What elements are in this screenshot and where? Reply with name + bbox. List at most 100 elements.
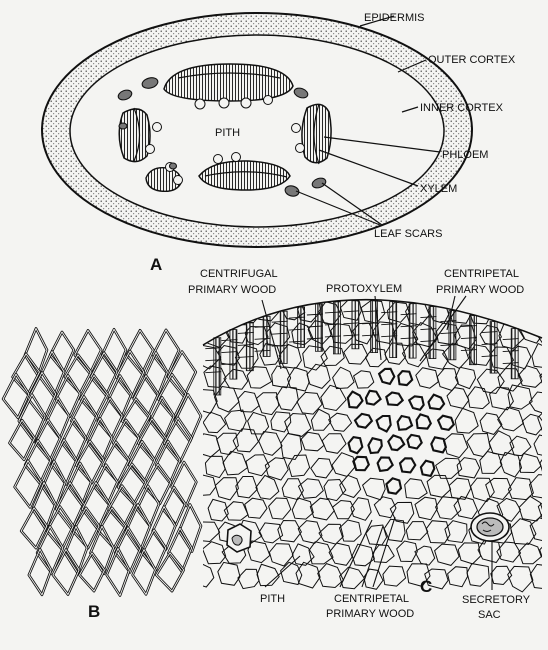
pith-cell [400,458,415,472]
pith-cell [415,546,435,565]
pith-cell [538,409,548,434]
pith-cell [248,541,270,563]
pith-cell [340,520,362,541]
pith-cell [416,368,439,389]
pith-cell [455,367,475,388]
pith-cell [218,562,240,585]
pith-cell [269,498,291,519]
pith-cell [332,453,356,477]
wood-ray [246,322,253,370]
pith-cell [354,371,374,388]
pith-cell [406,522,428,540]
pith-cell [289,455,310,477]
pith-cell [519,496,543,521]
pith-cell [468,387,490,409]
pith-cell [348,392,363,408]
pith-cell [276,387,298,411]
panel-c-stele-detail: CENTRIFUGAL PRIMARY WOOD PROTOXYLEM CENT… [188,268,548,621]
label-inner-cortex: INNER CORTEX [420,102,504,114]
pith-cell [193,563,214,587]
pith-cell [455,408,478,433]
panel-letter-a: A [150,255,162,274]
pith-cell [429,395,445,410]
pith-cell [519,543,542,564]
pith-cell [447,388,469,409]
pith-cell [383,566,406,586]
pith-cell [435,544,460,565]
pith-cell [259,432,282,456]
pith-cell [426,521,450,543]
pith-cell [223,451,248,475]
pith-cell [322,434,346,454]
pith-cell [321,385,346,410]
label-pith-c: PITH [260,593,285,605]
pith-cell [311,458,333,478]
pith-cell [471,478,495,502]
pith-cell [530,299,548,320]
pith-cell [398,371,412,385]
pith-cell [489,298,515,323]
pith-cell [321,346,344,365]
pith-cell [292,498,313,519]
wood-ray [490,322,497,374]
pith-cell [297,392,322,414]
pith-cell [498,407,524,431]
pith-cell [530,564,548,588]
wood-ray [230,330,237,380]
wood-ray [315,304,322,351]
pith-cell [405,479,428,499]
wood-ray [352,301,359,349]
pith-cell [449,478,471,499]
pith-cell [417,414,431,428]
pith-cell [467,564,489,587]
panel-a-stem-cross-section: EPIDERMIS OUTER CORTEX INNER CORTEX PITH… [42,12,516,274]
pith-cell [397,541,418,562]
pith-cell [203,412,226,432]
wood-ray [214,338,221,395]
pith-cell [236,477,258,498]
pith-cell [265,458,288,480]
pith-cell [296,562,320,588]
wood-ray [511,329,518,379]
wood-ray [429,307,436,359]
pith-cell [513,302,533,325]
pith-cell [519,454,541,473]
pith-cell [216,303,239,323]
pith-cell [301,432,324,451]
label-centripetal-bottom-1: CENTRIPETAL [334,593,409,605]
pith-cell [445,521,467,543]
pith-cell [225,410,247,431]
panel-letter-c: C [420,577,432,596]
pith-cell [340,475,361,497]
pith-cell [540,368,548,391]
pith-cell [257,564,279,585]
label-epidermis: EPIDERMIS [364,12,425,24]
pith-cell [540,543,548,565]
pith-cell [467,434,490,457]
pith-cell [448,567,468,587]
pith-cell [238,391,259,412]
label-xylem: XYLEM [420,183,457,195]
label-leaf-scars: LEAF SCARS [374,228,442,240]
pith-cell [340,567,365,589]
pith-cell [366,525,387,545]
pith-cell [197,434,220,457]
wood-ray [280,311,287,363]
wood-ray [333,302,340,354]
pith-cell [457,458,480,478]
pith-cell [444,434,468,458]
pith-cell [355,414,372,428]
label-secretory-2: SAC [478,609,501,621]
pith-cell [194,474,216,495]
pith-cell [530,475,548,499]
pith-cell [478,541,501,563]
pith-cell [329,413,352,431]
pith-cell [458,543,480,564]
label-phloem: PHLOEM [442,149,488,161]
pith-cell [486,478,512,499]
pith-cell [421,461,434,476]
pith-cell [436,497,461,520]
secretory-sac [471,513,509,541]
